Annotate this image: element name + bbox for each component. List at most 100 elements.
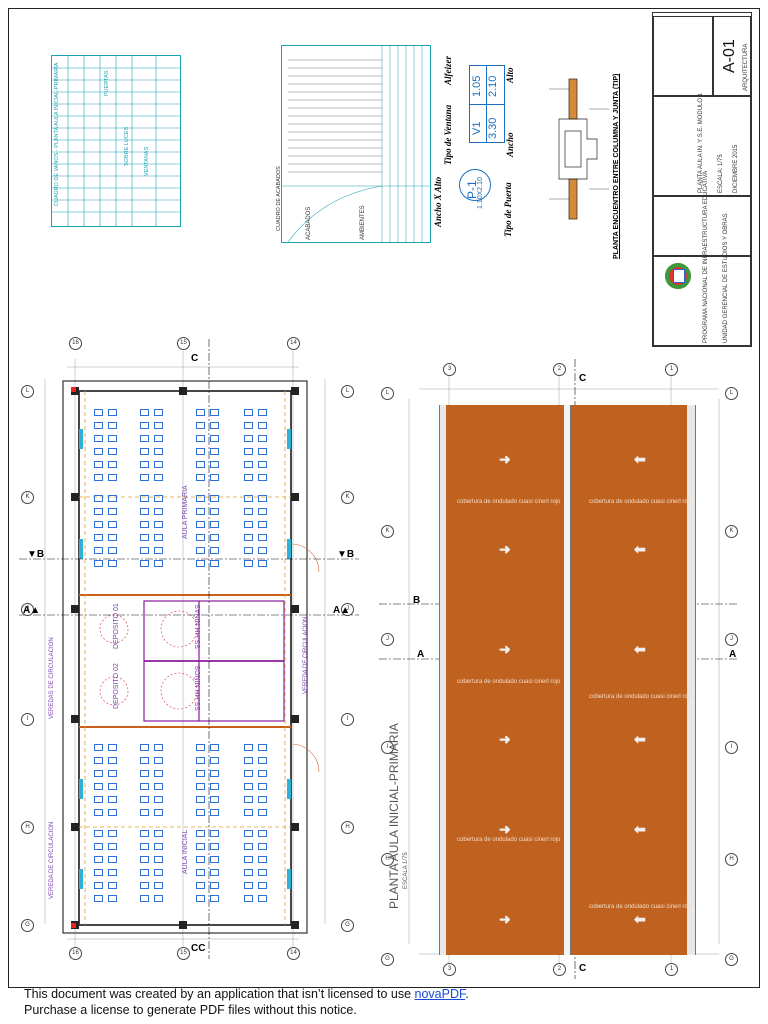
- student-desk: [108, 547, 117, 554]
- student-desk: [210, 882, 219, 889]
- openings-puertas-label: PUERTAS: [104, 70, 110, 96]
- license-notice: This document was created by an applicat…: [24, 986, 469, 1018]
- student-desk: [258, 461, 267, 468]
- roof-grid-column-bubble: 2: [553, 363, 566, 376]
- finishes-acabados-label: ACABADOS: [306, 206, 312, 240]
- student-desk: [154, 856, 163, 863]
- roof-grid-row-bubble: H: [381, 853, 394, 866]
- slope-arrow-icon: ➜: [499, 541, 511, 557]
- student-desk: [244, 448, 253, 455]
- student-desk: [154, 809, 163, 816]
- student-desk: [210, 770, 219, 777]
- student-desk: [244, 521, 253, 528]
- student-desk: [108, 474, 117, 481]
- student-desk: [140, 744, 149, 751]
- roof-section-a-right: A: [729, 649, 737, 660]
- student-desk: [94, 882, 103, 889]
- sheet-number: A-01: [721, 39, 738, 73]
- student-desk: [244, 882, 253, 889]
- student-desk: [140, 830, 149, 837]
- student-desk: [108, 521, 117, 528]
- student-desk: [94, 783, 103, 790]
- grid-row-bubble: G: [21, 919, 34, 932]
- title-block-unit: UNIDAD GERENCIAL DE ESTUDIOS Y OBRAS: [723, 213, 729, 343]
- joint-detail-title: PLANTA ENCUENTRO ENTRE COLUMNA Y JUNTA (…: [613, 73, 620, 259]
- slope-arrow-icon: ➜: [499, 451, 511, 467]
- institution-logo: [665, 263, 691, 289]
- room-label-vereda-left-bottom: VEREDA DE CIRCULACION: [49, 821, 55, 899]
- student-desk: [244, 508, 253, 515]
- student-desk: [108, 757, 117, 764]
- grid-row-bubble: I: [341, 713, 354, 726]
- student-desk: [258, 508, 267, 515]
- section-a-left-arrow: ▲: [30, 605, 41, 616]
- student-desk: [108, 856, 117, 863]
- student-desk: [258, 744, 267, 751]
- roof-plan: ➜⬅➜⬅➜⬅➜⬅➜⬅➜⬅ cobertura de ondulado cuasi…: [379, 359, 739, 979]
- room-label-aula-top: AULA PRIMARIA: [182, 485, 189, 539]
- student-desk: [140, 409, 149, 416]
- student-desk: [108, 830, 117, 837]
- grid-column-bubble: 14: [287, 947, 300, 960]
- slope-arrow-icon: ⬅: [634, 641, 646, 657]
- student-desk: [210, 560, 219, 567]
- student-desk: [196, 783, 205, 790]
- section-a-right-arrow: ▲: [340, 605, 351, 616]
- student-desk: [108, 461, 117, 468]
- student-desk: [94, 422, 103, 429]
- title-block-date: DICIEMBRE 2015: [733, 144, 739, 193]
- section-a-right: A▲: [333, 605, 351, 616]
- student-desk: [108, 809, 117, 816]
- title-block-program: PROGRAMA NACIONAL DE INFRAESTRUCTURA EDU…: [703, 170, 709, 343]
- roof-grid-column-bubble: 1: [665, 963, 678, 976]
- student-desk: [196, 422, 205, 429]
- student-desk: [154, 783, 163, 790]
- student-desk: [196, 882, 205, 889]
- grid-row-bubble: K: [341, 491, 354, 504]
- roof-section-c-bottom: C: [579, 963, 587, 974]
- student-desk: [244, 843, 253, 850]
- student-desk: [154, 770, 163, 777]
- section-b-left-arrow: ▼: [27, 549, 37, 560]
- student-desk: [244, 461, 253, 468]
- section-b-left: ▼B: [27, 549, 45, 560]
- student-desk: [108, 495, 117, 502]
- student-desk: [210, 843, 219, 850]
- student-desk: [210, 744, 219, 751]
- student-desk: [140, 796, 149, 803]
- student-desk: [140, 895, 149, 902]
- student-desk: [94, 770, 103, 777]
- window-tag: [469, 65, 505, 143]
- student-desk: [140, 843, 149, 850]
- student-desk: [210, 783, 219, 790]
- openings-ventanas-label: VENTANAS: [144, 146, 150, 176]
- student-desk: [154, 409, 163, 416]
- student-desk: [94, 474, 103, 481]
- student-desk: [140, 882, 149, 889]
- grid-column-bubble: 16: [69, 337, 82, 350]
- student-desk: [258, 757, 267, 764]
- window-type-label: Tipo de Ventana: [443, 104, 453, 165]
- student-desk: [210, 895, 219, 902]
- student-desk: [94, 757, 103, 764]
- roof-grid-column-bubble: 3: [443, 963, 456, 976]
- student-desk: [258, 495, 267, 502]
- room-label-aula-bottom: AULA INICIAL: [182, 829, 189, 874]
- student-desk: [94, 843, 103, 850]
- student-desk: [108, 895, 117, 902]
- grid-row-bubble: I: [21, 713, 34, 726]
- student-desk: [258, 547, 267, 554]
- roof-grid-column-bubble: 3: [443, 363, 456, 376]
- student-desk: [108, 783, 117, 790]
- roof-edge-left: [439, 405, 446, 955]
- novapdf-link[interactable]: novaPDF: [414, 987, 466, 1001]
- student-desk: [258, 435, 267, 442]
- student-desk: [196, 830, 205, 837]
- openings-sobreluces-label: SOBRE LUCES: [124, 126, 130, 166]
- student-desk: [196, 843, 205, 850]
- student-desk: [210, 547, 219, 554]
- student-desk: [210, 869, 219, 876]
- student-desk: [154, 843, 163, 850]
- roof-edge-right: [687, 405, 696, 955]
- student-desk: [94, 521, 103, 528]
